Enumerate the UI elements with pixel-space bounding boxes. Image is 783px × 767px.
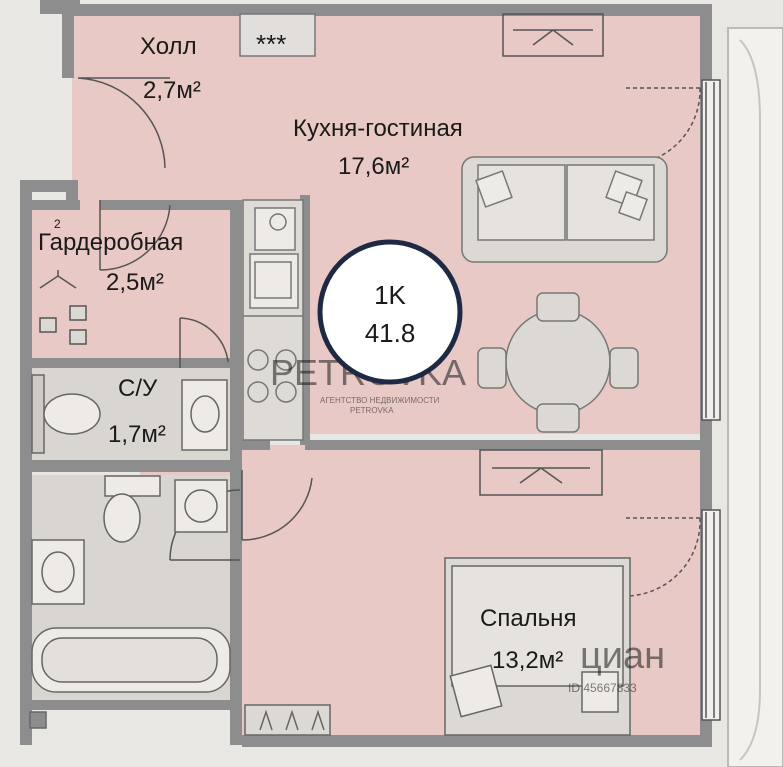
toilet-icon bbox=[43, 393, 101, 435]
wardrobe-area bbox=[30, 208, 230, 358]
hanger-icon-2 bbox=[259, 709, 325, 731]
corridor-door bbox=[241, 470, 313, 541]
bedroom-name: Спальня bbox=[480, 605, 576, 632]
hall-area: 2,7м² bbox=[143, 77, 201, 104]
wc-fixtures bbox=[31, 374, 228, 454]
wardrobe-items bbox=[39, 270, 87, 345]
toilet-icon-2 bbox=[103, 493, 141, 543]
dining-table bbox=[477, 292, 639, 433]
bedroom-closet bbox=[244, 704, 331, 736]
wardrobe-area: 2,5м² bbox=[106, 269, 164, 296]
bedroom-window-top bbox=[479, 449, 603, 496]
wardrobe-door bbox=[99, 200, 171, 271]
wc-area: 1,7м² bbox=[108, 421, 166, 448]
kitchen-window-top bbox=[502, 13, 604, 57]
kitchen-area: 17,6м² bbox=[338, 153, 409, 180]
cian-id: ID 45667833 bbox=[568, 681, 637, 695]
entry-door bbox=[77, 77, 170, 169]
watermark-tagline-2: PETROVKA bbox=[350, 406, 394, 415]
stove-burner-icon bbox=[247, 349, 269, 371]
kitchen-window-right bbox=[701, 79, 721, 421]
bedroom-area: 13,2м² bbox=[492, 647, 563, 674]
kitchen-name: Кухня-гостиная bbox=[293, 115, 463, 142]
hall-cabinet-marks: *** bbox=[256, 29, 286, 59]
bedroom-balcony-door bbox=[624, 517, 701, 597]
bedroom-furniture bbox=[244, 557, 631, 736]
wc-name: С/У bbox=[118, 375, 158, 402]
sofa bbox=[461, 156, 668, 263]
windows bbox=[479, 13, 721, 721]
kitchen-balcony-door bbox=[624, 87, 701, 166]
wardrobe-marker: 2 bbox=[54, 217, 61, 231]
doors bbox=[77, 77, 701, 597]
hall-cabinet: *** bbox=[239, 13, 316, 59]
room-labels: Холл 2,7м² Кухня-гостиная 17,6м² 2 Гарде… bbox=[38, 33, 576, 674]
sink-icon-2 bbox=[41, 551, 75, 593]
bedroom-window-right bbox=[701, 509, 721, 721]
sink-icon bbox=[190, 395, 220, 433]
kitchen-counter bbox=[242, 199, 304, 441]
washing-machine-icon bbox=[174, 479, 228, 533]
unit-area: 41.8 bbox=[365, 318, 416, 348]
watermark-tagline-1: АГЕНТСТВО НЕДВИЖИМОСТИ bbox=[320, 396, 440, 405]
exterior-balcony bbox=[727, 27, 783, 767]
hall-name: Холл bbox=[140, 33, 197, 60]
cian-logo: циан bbox=[580, 635, 665, 677]
hanger-icon bbox=[39, 270, 77, 289]
wc-door bbox=[179, 317, 229, 368]
unit-badge: 1K 41.8 bbox=[317, 239, 463, 385]
wardrobe-name: Гардеробная bbox=[38, 229, 183, 256]
unit-type: 1K bbox=[374, 280, 406, 310]
bathroom-fixtures bbox=[29, 475, 231, 729]
